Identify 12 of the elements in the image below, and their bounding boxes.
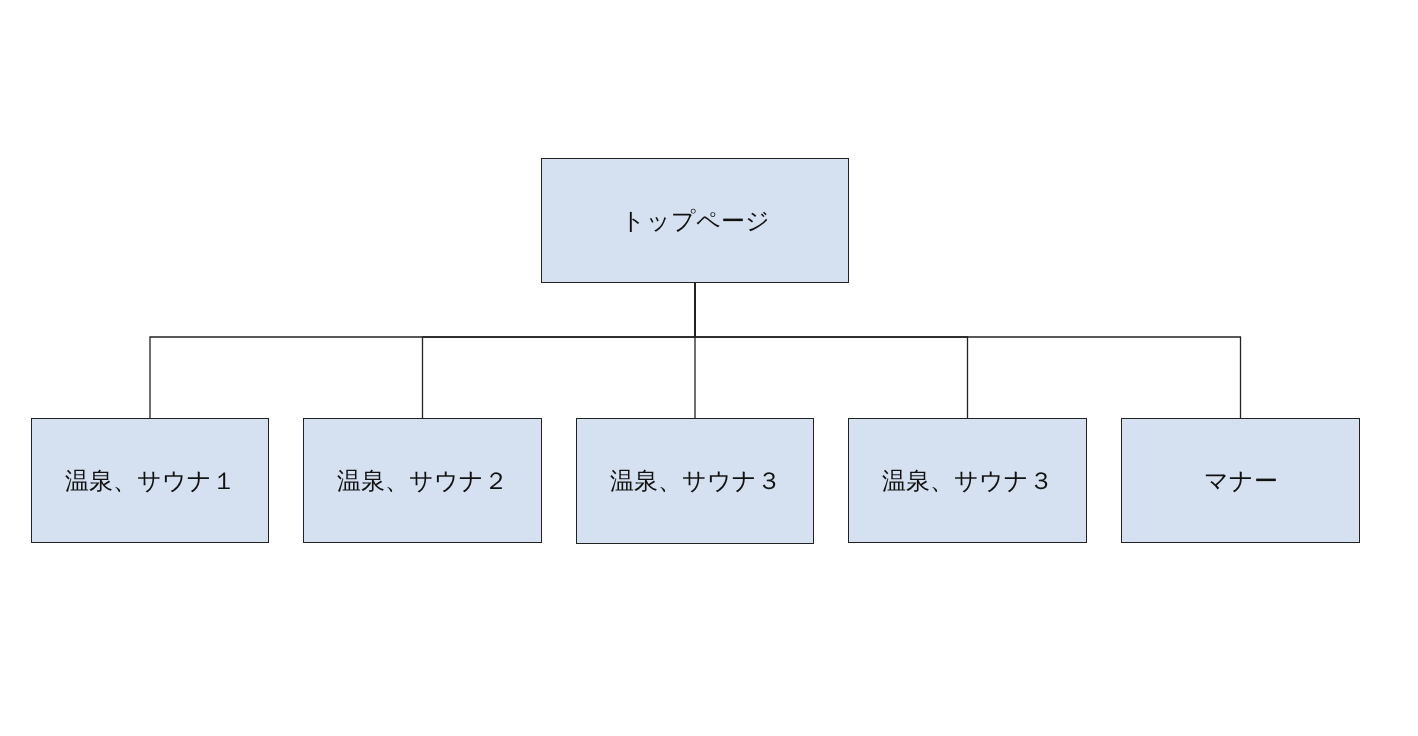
page-title: 温泉、サウナ２ xyxy=(337,465,508,497)
page-title: 温泉、サウナ３ xyxy=(609,466,781,497)
page-title: 温泉、サウナ３ xyxy=(882,465,1053,497)
page-box xyxy=(848,418,1087,543)
page-box xyxy=(303,418,542,543)
page-box xyxy=(31,418,269,543)
page-title: マナー xyxy=(1203,465,1278,497)
page-box xyxy=(1121,418,1360,543)
page-box xyxy=(576,418,814,544)
page-title: トップページ xyxy=(620,205,770,237)
page-title: 温泉、サウナ１ xyxy=(64,465,236,497)
page-box xyxy=(541,158,849,283)
